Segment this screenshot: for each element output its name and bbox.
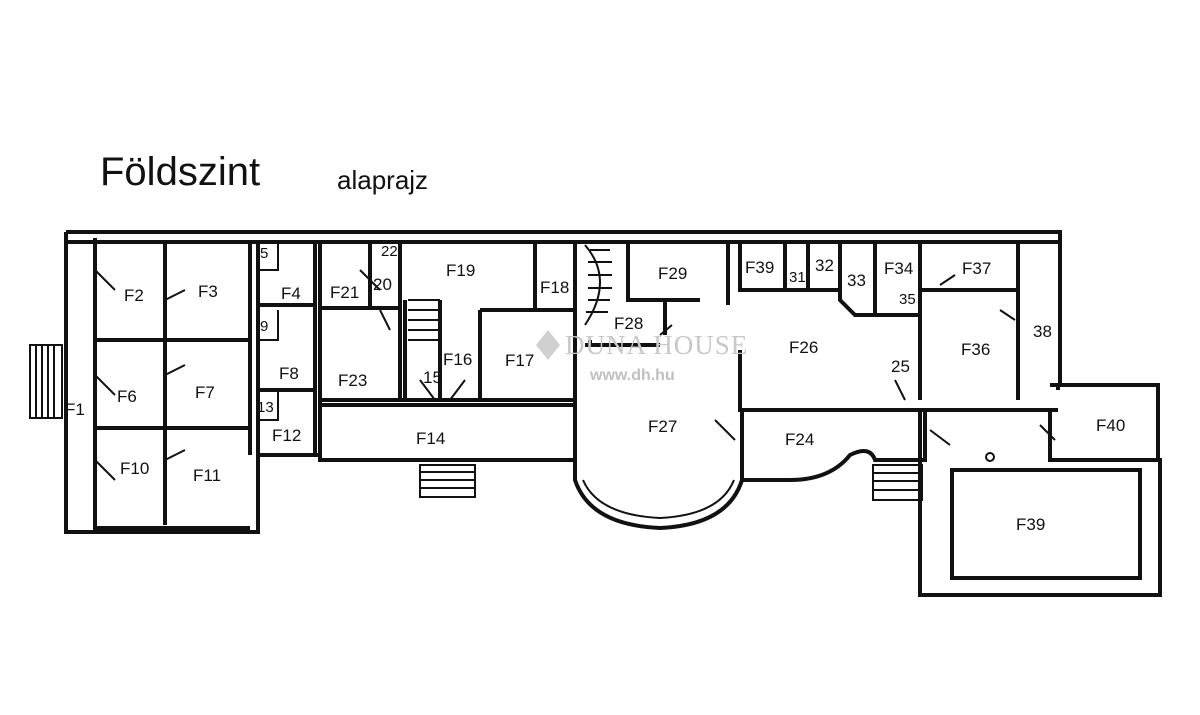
room-label: F4: [281, 284, 301, 303]
room-label: F18: [540, 278, 569, 297]
floor-plan-subtitle: alaprajz: [337, 165, 429, 195]
room-label: 38: [1033, 322, 1052, 341]
room-label: F16: [443, 350, 472, 369]
room-label: F2: [124, 286, 144, 305]
room-label: 25: [891, 357, 910, 376]
room-label: 33: [847, 271, 866, 290]
room-label: F3: [198, 282, 218, 301]
room-label: F11: [193, 466, 221, 485]
walls: [29, 230, 1162, 597]
room-label: 20: [373, 275, 392, 294]
room-label: F21: [330, 283, 359, 302]
room-label: F26: [789, 338, 818, 357]
duna-house-logo-icon: [536, 330, 560, 360]
room-label: F14: [416, 429, 445, 448]
room-label: 22: [381, 243, 398, 260]
room-label: F6: [117, 387, 137, 406]
room-label: F24: [785, 430, 814, 449]
room-label: 13: [257, 399, 274, 416]
room-label: 5: [260, 245, 268, 262]
room-label: F1: [65, 400, 85, 419]
room-label: F39: [745, 258, 774, 277]
room-label: F37: [962, 259, 991, 278]
room-label: F7: [195, 383, 215, 402]
room-labels: F1 F2 F3 F4 5 F6 F7 F8 9 13 F12 F10 F11 …: [65, 243, 1125, 534]
room-label: F36: [961, 340, 990, 359]
watermark-brand: DUNA HOUSE: [565, 330, 748, 360]
room-label: F28: [614, 314, 643, 333]
room-label: 9: [260, 318, 268, 335]
watermark: DUNA HOUSE www.dh.hu: [536, 330, 748, 384]
watermark-url: www.dh.hu: [589, 367, 675, 384]
room-label: F8: [279, 364, 299, 383]
room-label: F19: [446, 261, 475, 280]
room-label: F17: [505, 351, 534, 370]
room-label: F29: [658, 264, 687, 283]
room-label: F27: [648, 417, 677, 436]
room-label: F23: [338, 371, 367, 390]
room-label: 15: [423, 368, 442, 387]
room-label: 32: [815, 256, 834, 275]
room-label: F34: [884, 259, 913, 278]
room-label: F10: [120, 459, 149, 478]
room-label: F39: [1016, 515, 1045, 534]
room-label: F12: [272, 426, 301, 445]
room-label: 35: [899, 291, 916, 308]
floor-plan-title: Földszint: [100, 150, 261, 194]
room-label: F40: [1096, 416, 1125, 435]
room-label: 31: [789, 269, 806, 286]
